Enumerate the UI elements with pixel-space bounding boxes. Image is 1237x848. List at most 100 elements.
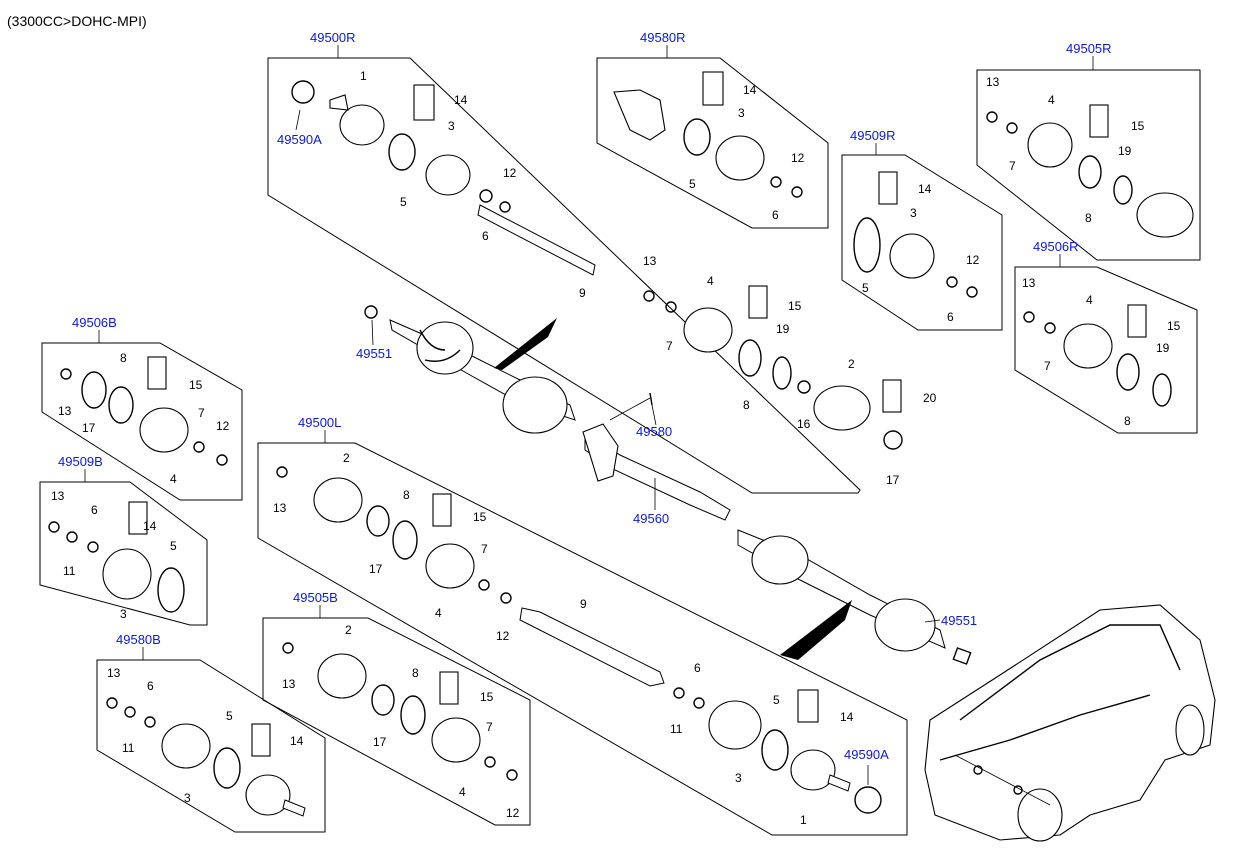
part-number-49590A-lower[interactable]: 49590A: [844, 747, 889, 762]
ref-19-c[interactable]: 19: [1118, 144, 1132, 158]
ref-7-l[interactable]: 7: [486, 720, 493, 734]
ref-4-e[interactable]: 4: [1086, 293, 1093, 307]
ref-5-b[interactable]: 5: [689, 177, 696, 191]
ref-6-d[interactable]: 6: [947, 310, 954, 324]
ref-8-g[interactable]: 8: [120, 351, 127, 365]
ref-13-e[interactable]: 13: [1022, 276, 1036, 290]
ref-17-j[interactable]: 17: [369, 562, 383, 576]
part-number-49506R[interactable]: 49506R: [1033, 239, 1079, 254]
ref-5-i[interactable]: 5: [226, 709, 233, 723]
ref-12-g[interactable]: 12: [216, 419, 230, 433]
ref-7-g[interactable]: 7: [198, 406, 205, 420]
ref-5-m[interactable]: 5: [773, 693, 780, 707]
ref-4-f[interactable]: 4: [707, 274, 714, 288]
ref-17-l[interactable]: 17: [373, 735, 387, 749]
ref-12-a[interactable]: 12: [503, 166, 517, 180]
ref-17-f[interactable]: 17: [886, 473, 900, 487]
ref-3-a[interactable]: 3: [448, 119, 455, 133]
box-49506B: [41, 342, 243, 501]
ref-13-g[interactable]: 13: [58, 404, 72, 418]
ref-4-l[interactable]: 4: [459, 785, 466, 799]
part-number-49580-bracket[interactable]: 49580: [636, 424, 672, 439]
ref-7-e[interactable]: 7: [1044, 359, 1051, 373]
ref-8-f[interactable]: 8: [743, 398, 750, 412]
part-number-49590A-upper[interactable]: 49590A: [277, 132, 322, 147]
part-number-49500R[interactable]: 49500R: [310, 30, 356, 45]
ref-1-a[interactable]: 1: [360, 69, 367, 83]
ref-13-f[interactable]: 13: [643, 254, 657, 268]
ref-5-d[interactable]: 5: [862, 281, 869, 295]
ref-11-m[interactable]: 11: [670, 722, 683, 736]
ref-15-f[interactable]: 15: [788, 299, 802, 313]
ref-15-e[interactable]: 15: [1167, 319, 1181, 333]
part-number-49500L[interactable]: 49500L: [298, 415, 341, 430]
part-number-49509R[interactable]: 49509R: [850, 128, 896, 143]
ref-3-m[interactable]: 3: [735, 771, 742, 785]
ref-14-b[interactable]: 14: [743, 83, 757, 97]
ref-3-b[interactable]: 3: [738, 106, 745, 120]
ref-12-l[interactable]: 12: [506, 806, 520, 820]
ref-3-i[interactable]: 3: [184, 791, 191, 805]
ref-14-h[interactable]: 14: [143, 519, 157, 533]
ref-8-e[interactable]: 8: [1124, 414, 1131, 428]
ref-13-i[interactable]: 13: [107, 666, 121, 680]
ref-9-a[interactable]: 9: [579, 286, 586, 300]
ref-6-h[interactable]: 6: [91, 503, 98, 517]
ref-8-j[interactable]: 8: [403, 488, 410, 502]
ref-13-j[interactable]: 13: [273, 501, 287, 515]
ref-1-m[interactable]: 1: [800, 813, 807, 827]
part-number-49505R[interactable]: 49505R: [1066, 41, 1112, 56]
ref-4-c[interactable]: 4: [1048, 93, 1055, 107]
ref-5-h[interactable]: 5: [170, 539, 177, 553]
part-number-49580B[interactable]: 49580B: [116, 632, 161, 647]
part-number-49506B[interactable]: 49506B: [72, 315, 117, 330]
ref-8-c[interactable]: 8: [1085, 211, 1092, 225]
ref-8-l[interactable]: 8: [412, 666, 419, 680]
ref-15-g[interactable]: 15: [189, 378, 203, 392]
ref-4-j[interactable]: 4: [435, 606, 442, 620]
part-number-49551-lower[interactable]: 49551: [941, 613, 977, 628]
parts-49506R: [1023, 304, 1172, 407]
ref-14-a[interactable]: 14: [454, 93, 468, 107]
ref-7-c[interactable]: 7: [1009, 159, 1016, 173]
ref-13-c[interactable]: 13: [986, 75, 1000, 89]
ref-20-f[interactable]: 20: [923, 391, 937, 405]
ref-2-j[interactable]: 2: [343, 451, 350, 465]
ref-12-d[interactable]: 12: [966, 253, 980, 267]
ref-12-j[interactable]: 12: [496, 629, 510, 643]
ref-6-i[interactable]: 6: [147, 679, 154, 693]
part-number-49551-upper[interactable]: 49551: [356, 346, 392, 361]
ref-16-f[interactable]: 16: [797, 417, 811, 431]
ref-6-a[interactable]: 6: [482, 229, 489, 243]
ref-12-b[interactable]: 12: [791, 151, 805, 165]
ref-7-f[interactable]: 7: [666, 339, 673, 353]
ref-11-h[interactable]: 11: [63, 564, 76, 578]
ref-14-i[interactable]: 14: [290, 734, 304, 748]
ref-14-m[interactable]: 14: [840, 710, 854, 724]
ref-13-l[interactable]: 13: [282, 677, 296, 691]
part-number-49580R[interactable]: 49580R: [640, 30, 686, 45]
ref-6-m[interactable]: 6: [694, 661, 701, 675]
ref-2-l[interactable]: 2: [345, 623, 352, 637]
ref-15-c[interactable]: 15: [1131, 119, 1145, 133]
part-number-49509B[interactable]: 49509B: [58, 454, 103, 469]
ref-15-j[interactable]: 15: [473, 510, 487, 524]
ref-4-g[interactable]: 4: [170, 472, 177, 486]
ref-14-d[interactable]: 14: [918, 182, 932, 196]
part-number-49505B[interactable]: 49505B: [293, 590, 338, 605]
ref-3-d[interactable]: 3: [910, 206, 917, 220]
ref-19-e[interactable]: 19: [1156, 341, 1170, 355]
ref-2-f[interactable]: 2: [848, 357, 855, 371]
parts-49506B: [60, 356, 228, 466]
ref-19-f[interactable]: 19: [776, 322, 790, 336]
part-number-49560[interactable]: 49560: [633, 511, 669, 526]
ref-3-h[interactable]: 3: [120, 607, 127, 621]
ref-13-h[interactable]: 13: [51, 489, 65, 503]
ref-6-b[interactable]: 6: [772, 208, 779, 222]
ref-11-i[interactable]: 11: [122, 741, 135, 755]
ref-9-k[interactable]: 9: [580, 597, 587, 611]
ref-17-g[interactable]: 17: [82, 421, 96, 435]
ref-7-j[interactable]: 7: [481, 542, 488, 556]
ref-15-l[interactable]: 15: [480, 690, 494, 704]
ref-5-a[interactable]: 5: [400, 195, 407, 209]
